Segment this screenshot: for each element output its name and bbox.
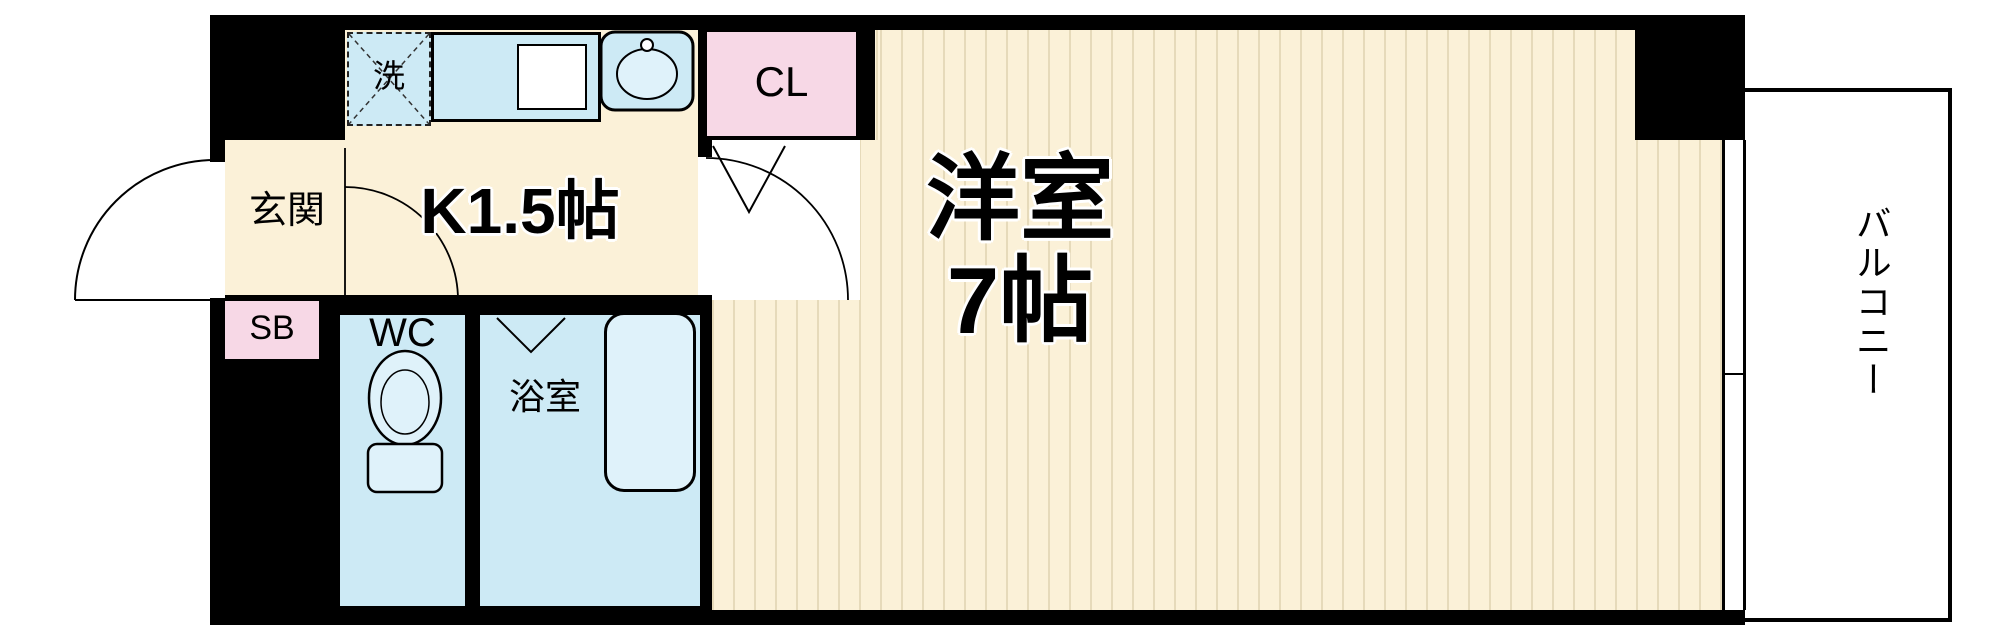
genkan-label: 玄関 bbox=[248, 190, 325, 232]
kitchen-sink bbox=[517, 44, 587, 110]
western-room-label: 洋室 bbox=[925, 146, 1114, 251]
entrance-door-opening bbox=[206, 162, 225, 298]
western-room-floor-upper bbox=[875, 30, 1635, 140]
shoebox-label: SB bbox=[249, 309, 295, 347]
western-room-floor bbox=[712, 140, 1725, 610]
bathtub bbox=[604, 312, 696, 492]
balcony-label: バルコニー bbox=[1850, 204, 1892, 400]
washer-label: 洗 bbox=[372, 58, 405, 94]
western-room-size-label: 7帖 bbox=[946, 248, 1094, 353]
kitchen-room-door-opening bbox=[698, 157, 712, 295]
closet-label: CL bbox=[754, 58, 809, 105]
bathroom-label: 浴室 bbox=[508, 376, 581, 417]
genkan-kitchen-floor bbox=[225, 140, 698, 295]
balcony-area bbox=[1745, 88, 1952, 622]
wc-floor bbox=[340, 315, 465, 606]
closet-box bbox=[703, 28, 860, 140]
shoebox-box bbox=[222, 298, 322, 362]
balcony-window bbox=[1722, 140, 1746, 610]
wc-label: WC bbox=[369, 311, 436, 355]
kitchen-label: K1.5帖 bbox=[420, 175, 620, 247]
entrance-door-swing-icon bbox=[74, 159, 216, 301]
